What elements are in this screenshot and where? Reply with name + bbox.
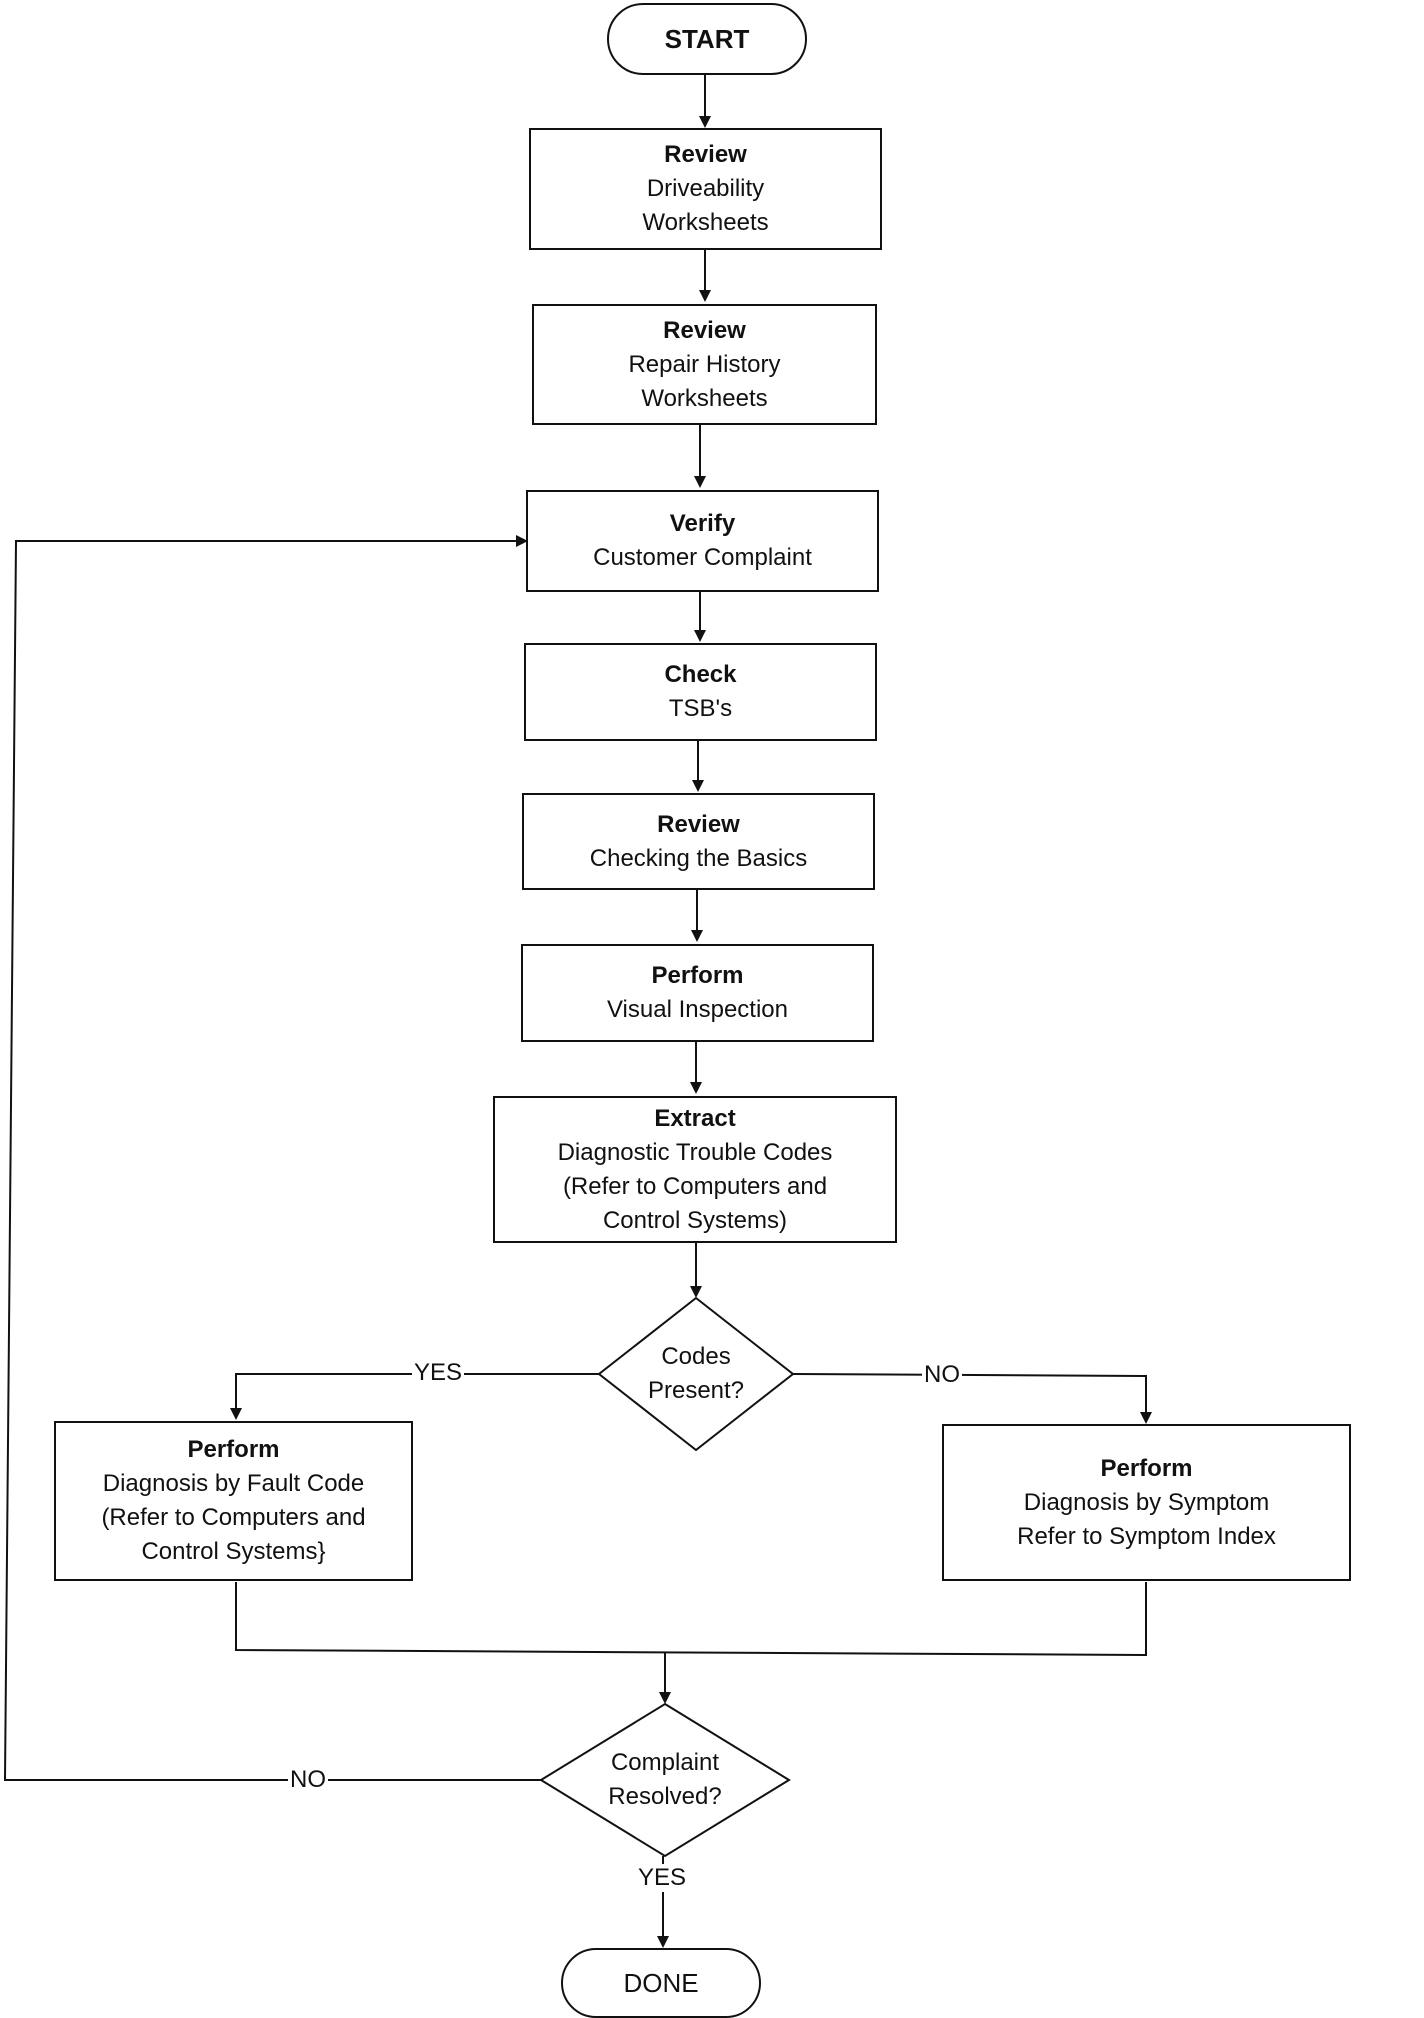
complaint-resolved-text: Complaint Resolved? <box>565 1740 765 1820</box>
step-line: Diagnosis by Fault Code <box>102 1470 365 1497</box>
codes-present-diamond <box>597 1296 795 1452</box>
step-line: (Refer to Computers and <box>101 1504 366 1531</box>
step-perform-visual: Perform Visual Inspection <box>521 944 874 1042</box>
step-line: Worksheets <box>641 384 768 412</box>
step-line: TSB's <box>668 695 733 722</box>
codes-no-label: NO <box>922 1361 962 1389</box>
step-line: Worksheets <box>642 209 769 236</box>
start-terminal: START <box>607 3 807 75</box>
step-line: Diagnosis by Symptom <box>1023 1488 1270 1516</box>
step-line: Visual Inspection <box>606 996 788 1023</box>
step-line: (Refer to Computers and <box>562 1172 828 1200</box>
complaint-resolved-diamond <box>539 1702 791 1858</box>
arrow-codes-yes <box>230 1373 599 1420</box>
step-review-repair-history: Review Repair History Worksheets <box>532 304 877 425</box>
resolved-yes-label: YES <box>636 1864 689 1892</box>
step-review-driveability: Review Driveability Worksheets <box>529 128 882 250</box>
merge-line <box>235 1582 1147 1657</box>
step-heading: Perform <box>651 962 744 989</box>
step-heading: Perform <box>1100 1454 1193 1482</box>
decision-line: Complaint <box>610 1749 720 1776</box>
arrow-resolved-no-loop <box>3 535 541 1781</box>
step-line: Control Systems} <box>141 1538 326 1565</box>
step-heading: Review <box>657 810 740 838</box>
decision-line: Present? <box>647 1377 745 1404</box>
step-line: Driveability <box>646 175 765 202</box>
step-heading: Verify <box>669 510 736 537</box>
step-line: Refer to Symptom Index <box>1017 1522 1276 1550</box>
step-extract-dtc: Extract Diagnostic Trouble Codes (Refer … <box>493 1096 897 1243</box>
step-diagnosis-fault-code: Perform Diagnosis by Fault Code (Refer t… <box>54 1421 413 1581</box>
codes-yes-label: YES <box>412 1359 465 1387</box>
step-line: Diagnostic Trouble Codes <box>557 1138 833 1166</box>
start-label: START <box>664 24 750 54</box>
codes-present-text: Codes Present? <box>610 1334 782 1414</box>
arrow-codes-no <box>792 1373 1152 1424</box>
step-heading: Review <box>663 316 746 344</box>
step-check-tsbs: Check TSB's <box>524 643 877 741</box>
resolved-no-label: NO <box>288 1766 328 1794</box>
step-diagnosis-symptom: Perform Diagnosis by Symptom Refer to Sy… <box>942 1424 1351 1581</box>
step-line: Checking the Basics <box>589 844 808 872</box>
step-line: Control Systems) <box>602 1206 788 1234</box>
step-heading: Extract <box>654 1104 736 1132</box>
step-review-basics: Review Checking the Basics <box>522 793 875 890</box>
step-heading: Perform <box>187 1436 280 1463</box>
step-line: Customer Complaint <box>593 544 812 571</box>
decision-line: Resolved? <box>608 1783 722 1810</box>
done-label: DONE <box>623 1968 699 1998</box>
step-heading: Check <box>664 661 737 688</box>
decision-line: Codes <box>661 1343 731 1370</box>
step-heading: Review <box>664 141 747 168</box>
step-line: Repair History <box>628 350 781 378</box>
step-verify-complaint: Verify Customer Complaint <box>526 490 879 592</box>
